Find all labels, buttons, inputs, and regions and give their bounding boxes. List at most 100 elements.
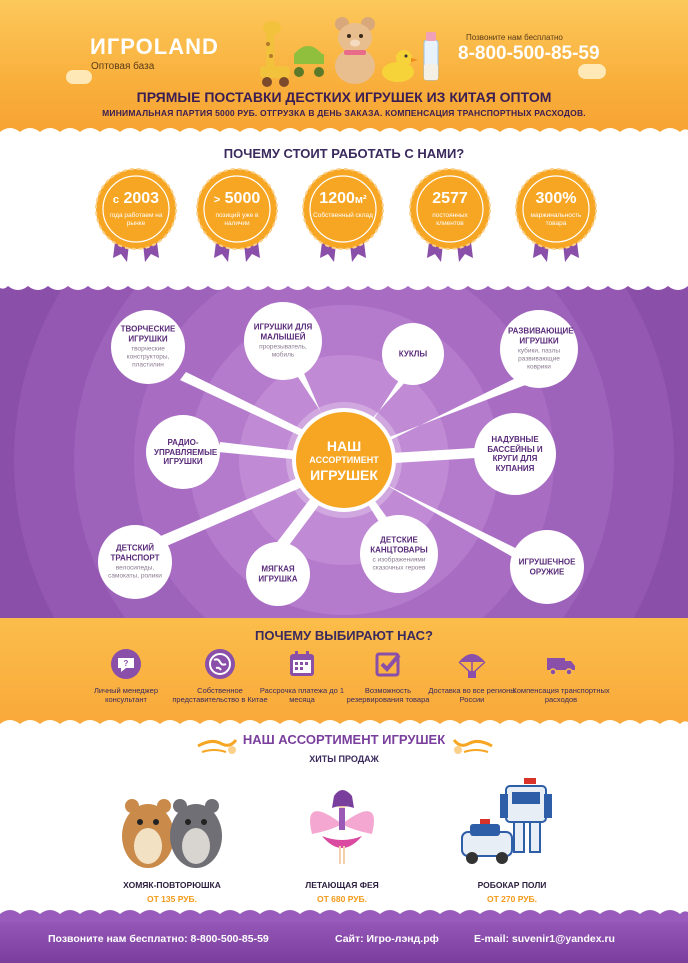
- stat-badge: с 2003 года работаем на рынке: [95, 168, 177, 266]
- wind-swirl-icon: [452, 739, 493, 754]
- bestsellers-section: НАШ АССОРТИМЕНТ ИГРУШЕК ХИТЫ ПРОДАЖ ХОМЯ…: [0, 724, 688, 920]
- feature-text: Компенсация транспортных расходов: [512, 686, 610, 704]
- rosette-icon: [302, 168, 384, 250]
- product-price: ОТ 270 РУБ.: [486, 894, 538, 904]
- category-bubble[interactable]: РАДИО-УПРАВЛЯЕМЫЕ ИГРУШКИ: [146, 415, 220, 489]
- category-desc: с изображениями сказочных героев: [372, 556, 426, 572]
- globe-icon: [205, 649, 235, 679]
- cloud-decoration: [66, 70, 92, 84]
- category-title: НАДУВНЫЕ БАССЕЙНЫ И КРУГИ ДЛЯ КУПАНИЯ: [487, 435, 543, 473]
- why-work-section: ПОЧЕМУ СТОИТ РАБОТАТЬ С НАМИ? с 2003 год…: [0, 132, 688, 280]
- rosette-icon: [95, 168, 177, 250]
- toys-illustration-icon: [260, 17, 439, 87]
- center-line: ИГРУШЕК: [310, 467, 378, 483]
- calendar-icon: [290, 651, 314, 676]
- category-title: ДЕТСКИЕ КАНЦТОВАРЫ: [370, 535, 428, 555]
- footer-site-link[interactable]: Сайт: Игро-лэнд.рф: [335, 933, 439, 945]
- wind-swirl-icon: [197, 739, 238, 754]
- truck-icon: [547, 658, 575, 676]
- feature-text: Рассрочка платежа до 1 месяца: [259, 686, 345, 704]
- logo[interactable]: ИГРОLAND: [90, 34, 219, 59]
- category-bubble[interactable]: НАДУВНЫЕ БАССЕЙНЫ И КРУГИ ДЛЯ КУПАНИЯ: [474, 413, 556, 495]
- stat-badge: > 5000 позиций уже в наличии: [196, 168, 278, 266]
- svg-text:?: ?: [124, 659, 129, 668]
- checkbox-icon: [375, 652, 401, 677]
- logo-subtitle: Оптовая база: [91, 61, 155, 72]
- why-choose-title: ПОЧЕМУ ВЫБИРАЮТ НАС?: [255, 628, 433, 643]
- stat-badge: 300% маржинальность товара: [515, 168, 597, 266]
- product-price: ОТ 135 РУБ.: [146, 894, 198, 904]
- product-name: ХОМЯК-ПОВТОРЮШКА: [123, 880, 221, 890]
- category-title: ТВОРЧЕСКИЕ ИГРУШКИ: [120, 324, 176, 344]
- scallop-divider: [0, 910, 688, 922]
- stat-badge: 2577 постоянных клиентов: [409, 168, 491, 266]
- category-title: МЯГКАЯ ИГРУШКА: [258, 564, 298, 584]
- category-desc: велосипеды, самокаты, ролики: [108, 564, 162, 580]
- product-card[interactable]: РОБОКАР ПОЛИ ОТ 270 РУБ.: [432, 774, 592, 914]
- stat-caption: постоянных клиентов: [432, 212, 468, 227]
- product-card[interactable]: ЛЕТАЮЩАЯ ФЕЯ ОТ 680 РУБ.: [262, 774, 422, 914]
- feature-text: Возможность резервирования товара: [346, 686, 430, 704]
- feature-text: Собственное представительство в Китае: [172, 686, 268, 704]
- stat-prefix: >: [213, 194, 221, 206]
- why-choose-section: ПОЧЕМУ ВЫБИРАЮТ НАС? ? Личный менеджер к…: [0, 618, 688, 724]
- stat-value: 1200: [319, 190, 355, 207]
- footer-email-link[interactable]: E-mail: suvenir1@yandex.ru: [474, 933, 615, 945]
- footer: Позвоните нам бесплатно: 8-800-500-85-59…: [0, 910, 688, 963]
- category-title: ИГРУШЕЧНОЕ ОРУЖИЕ: [518, 557, 576, 577]
- page-title: ПРЯМЫЕ ПОСТАВКИ ДЕСТКИХ ИГРУШЕК ИЗ КИТАЯ…: [136, 89, 552, 105]
- category-title: РАДИО-УПРАВЛЯЕМЫЕ ИГРУШКИ: [154, 437, 218, 466]
- rosette-icon: [409, 168, 491, 250]
- footer-phone[interactable]: Позвоните нам бесплатно: 8-800-500-85-59: [48, 933, 269, 945]
- stat-value: 5000: [224, 190, 261, 207]
- header-phone[interactable]: 8-800-500-85-59: [458, 43, 600, 64]
- flying-fairy-icon: [310, 790, 374, 864]
- category-desc: прорезыватель, мобиль: [259, 343, 307, 359]
- bestsellers-subtitle: ХИТЫ ПРОДАЖ: [309, 754, 379, 764]
- stat-caption: Собственный склад: [313, 212, 373, 219]
- cloud-decoration: [578, 64, 606, 79]
- bestsellers-title: НАШ АССОРТИМЕНТ ИГРУШЕК: [242, 732, 446, 747]
- category-title: ДЕТСКИЙ ТРАНСПОРТ: [110, 543, 160, 563]
- category-title: ИГРУШКИ ДЛЯ МАЛЫШЕЙ: [253, 322, 313, 342]
- rosette-icon: [515, 168, 597, 250]
- robocar-icon: [461, 778, 552, 864]
- stat-caption: года работаем на рынке: [109, 212, 163, 227]
- rosette-icon: [196, 168, 278, 250]
- category-title: РАЗВИВАЮЩИЕ ИГРУШКИ: [508, 326, 574, 346]
- parachute-icon: [458, 654, 486, 678]
- phone-caption: Позвоните нам бесплатно: [466, 33, 563, 42]
- page-subtitle: МИНИМАЛЬНАЯ ПАРТИЯ 5000 РУБ. ОТГРУЗКА В …: [102, 108, 586, 118]
- product-name: РОБОКАР ПОЛИ: [477, 880, 547, 890]
- center-line: НАШ: [326, 438, 362, 454]
- category-bubble[interactable]: МЯГКАЯ ИГРУШКА: [246, 542, 310, 606]
- hamster-toy-icon: [122, 799, 222, 868]
- product-card[interactable]: ХОМЯК-ПОВТОРЮШКА ОТ 135 РУБ.: [92, 774, 252, 914]
- product-name: ЛЕТАЮЩАЯ ФЕЯ: [305, 880, 379, 890]
- why-work-title: ПОЧЕМУ СТОИТ РАБОТАТЬ С НАМИ?: [223, 146, 465, 161]
- assortment-center-circle: НАШ АССОРТИМЕНТ ИГРУШЕК: [292, 408, 396, 512]
- stat-caption: позиций уже в наличии: [215, 212, 259, 227]
- stat-caption: маржинальность товара: [530, 212, 582, 227]
- stat-value: 2577: [432, 190, 468, 207]
- center-line: АССОРТИМЕНТ: [309, 455, 379, 465]
- feature-text: Доставка во все регионы России: [428, 686, 516, 704]
- consultant-chat-icon: ?: [111, 649, 141, 679]
- header: ИГРОLAND Оптовая база Позвоните нам бесп…: [0, 0, 688, 132]
- feature-text: Личный менеджер консультант: [93, 686, 159, 704]
- category-desc: кубики, пазлы развивающие коврики: [517, 347, 561, 371]
- product-price: ОТ 680 РУБ.: [316, 894, 368, 904]
- category-title: КУКЛЫ: [398, 349, 428, 359]
- stat-prefix: с: [112, 194, 120, 206]
- stat-suffix: м²: [354, 194, 367, 206]
- category-bubble[interactable]: КУКЛЫ: [382, 323, 444, 385]
- category-bubble[interactable]: ИГРУШЕЧНОЕ ОРУЖИЕ: [510, 530, 584, 604]
- stat-badge: 1200м² Собственный склад: [302, 168, 384, 266]
- stat-value: 2003: [123, 190, 160, 207]
